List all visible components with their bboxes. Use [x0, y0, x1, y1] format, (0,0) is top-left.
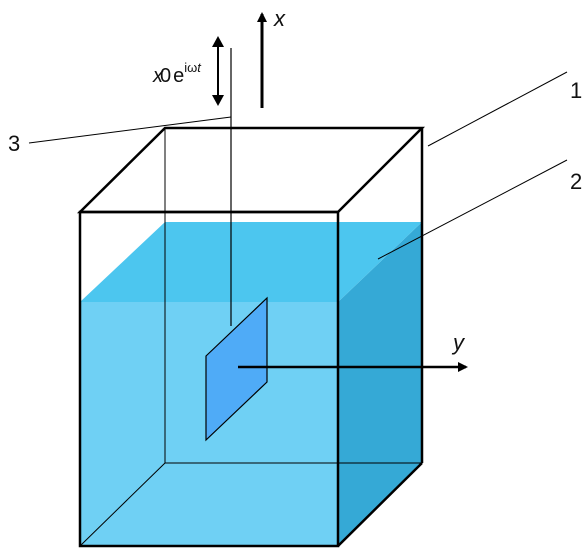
formula-base-var: x: [152, 65, 164, 87]
callout-line-1: [427, 71, 568, 147]
x-axis-label: x: [273, 6, 286, 31]
formula-exp-t: t: [197, 60, 202, 75]
y-axis-label: y: [451, 330, 466, 355]
formula-base-e: e: [173, 65, 184, 87]
callout-line-2: [377, 159, 568, 260]
formula-subscript: 0: [160, 65, 171, 87]
tank-back-edges: [79, 128, 422, 547]
water-side-face: [338, 222, 422, 546]
callout-label-1: 1: [570, 78, 582, 103]
formula-exp-i: i: [184, 60, 187, 75]
tank-frame: [76, 126, 426, 548]
callout-line-3: [28, 116, 232, 144]
vibrating-plate: [205, 296, 268, 442]
callout-label-3: 3: [8, 131, 20, 156]
callout-label-2: 2: [570, 169, 582, 194]
formula-exp-omega: ω: [187, 60, 197, 75]
oscillation-double-arrow: [212, 36, 224, 106]
